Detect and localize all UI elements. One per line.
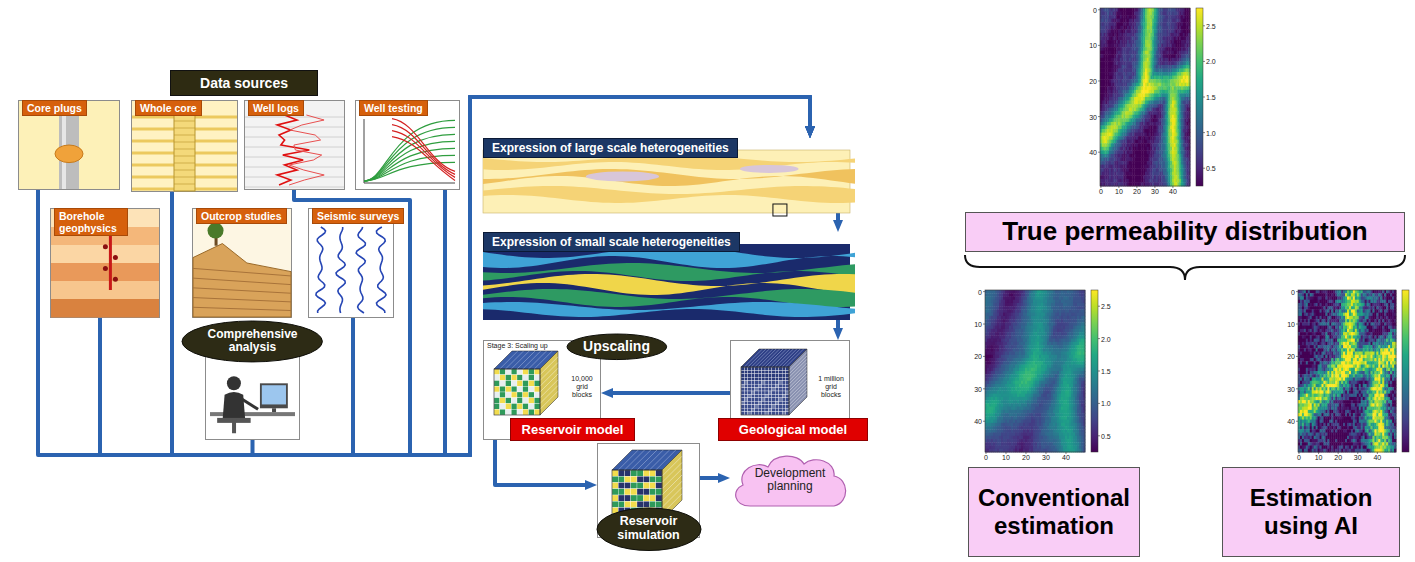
- page: Data sourcesCore plugsWhole coreWell log…: [0, 0, 1415, 562]
